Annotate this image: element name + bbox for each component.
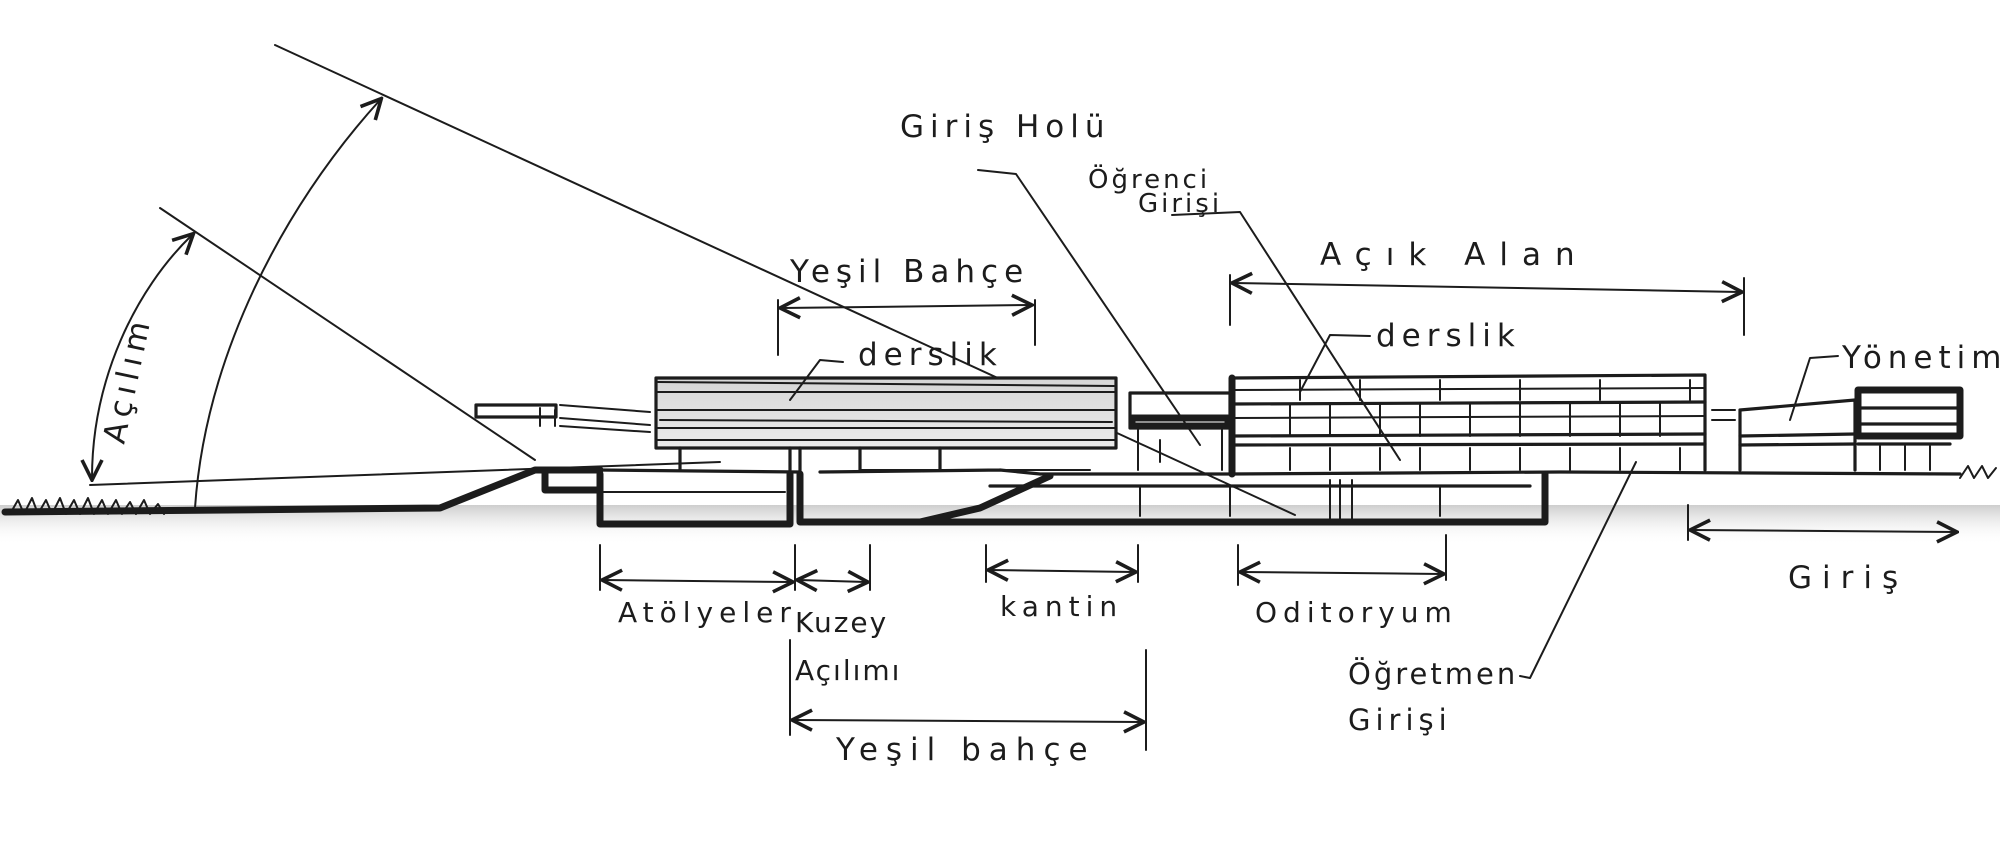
- label-kantin: kantin: [1000, 590, 1123, 623]
- leader-lines: [789, 169, 1839, 679]
- label-kuzey: Kuzey: [795, 606, 888, 639]
- label-derslik-right: derslik: [1376, 318, 1521, 354]
- left-service-wing: [474, 403, 651, 433]
- basement-left: [541, 468, 794, 528]
- label-ogrenci-girisi-line1: Öğrenci: [1088, 163, 1210, 195]
- label-derslik-left: derslik: [858, 337, 1003, 373]
- dimension-lines: [599, 275, 1955, 751]
- label-yesil-bahce-upper: Yeşil Bahçe: [789, 254, 1029, 290]
- label-acilimi: Açılımı: [795, 654, 901, 687]
- administration-wing: [1711, 386, 1964, 472]
- label-ogretmen-girisi-line1: Öğretmen: [1348, 657, 1518, 691]
- left-classroom-block: [654, 376, 1118, 476]
- annotations: Açılım Giriş Holü Öğrenci Girişi Yeşil B…: [97, 109, 2000, 768]
- label-atolyeler: Atölyeler: [618, 596, 797, 629]
- label-giris-holu: Giriş Holü: [900, 109, 1111, 145]
- basement-middle: [796, 470, 1549, 526]
- right-classroom-block: [1228, 373, 1707, 478]
- label-ogrenci-girisi-line2: Girişi: [1138, 189, 1222, 219]
- label-acik-alan: Açık Alan: [1320, 237, 1589, 273]
- label-ogretmen-girisi-line2: Girişi: [1348, 703, 1452, 737]
- opening-angle-arcs: [92, 100, 380, 509]
- label-yesil-bahce-lower: Yeşil bahçe: [835, 732, 1096, 768]
- label-yonetim: Yönetim: [1841, 340, 2000, 376]
- entry-pavilion: [1128, 391, 1232, 471]
- label-giris: Giriş: [1788, 560, 1908, 596]
- label-oditoryum: Oditoryum: [1255, 596, 1458, 629]
